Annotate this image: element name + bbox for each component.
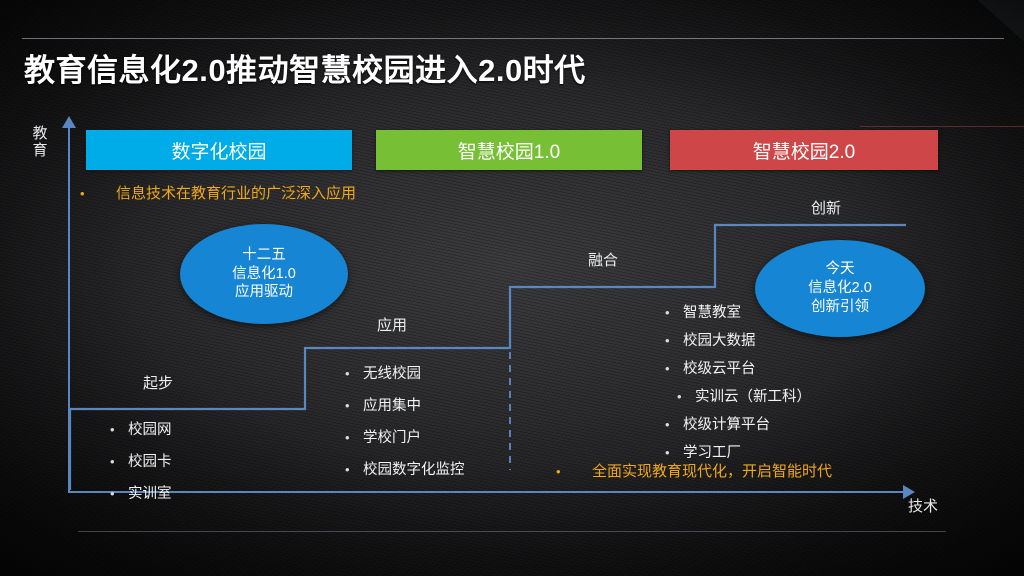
list-item: • 无线校园 [345,362,465,383]
list-item: • 实训云（新工科） [665,385,811,406]
ellipse-left-line2: 信息化1.0 [232,265,296,282]
bullet-dot-icon: • [665,445,670,460]
stage3-item-text: 校级云平台 [683,361,756,377]
list-item: • 智慧教室 [665,301,811,322]
ellipse-right-line3: 创新引领 [811,298,869,315]
bullet-dot-icon: • [110,454,115,469]
list-item: • 实训室 [110,482,172,503]
stage2-item-text: 应用集中 [363,398,421,414]
list-item: • 校园网 [110,418,172,439]
stage3-item-text: 学习工厂 [683,445,741,461]
stage-label-application: 应用 [377,317,408,334]
callout-top: • 信息技术在教育行业的广泛深入应用 [80,182,356,203]
x-axis-line [68,491,906,493]
category-box-smart-campus-2[interactable]: 智慧校园2.0 [670,130,938,170]
list-item: • 学校门户 [345,426,465,447]
divider-line-accent [860,126,1024,127]
stage3-item-text: 智慧教室 [683,305,741,321]
list-item: • 校园卡 [110,450,172,471]
bullet-list-stage2: • 无线校园 • 应用集中 • 学校门户 • 校园数字化监控 [345,362,465,490]
x-axis-label: 技术 [908,498,939,515]
stage1-item-text: 实训室 [128,486,172,502]
bullet-dot-icon: • [665,333,670,348]
category-box-smart-campus-1[interactable]: 智慧校园1.0 [376,130,642,170]
callout-bottom: • 全面实现教育现代化，开启智能时代 [556,460,832,481]
bullet-dot-icon: • [345,366,350,381]
ellipse-right-line2: 信息化2.0 [808,280,872,297]
bullet-dot-icon: • [665,361,670,376]
bullet-dot-icon: • [665,417,670,432]
stage1-item-text: 校园网 [128,422,172,438]
page-title: 教育信息化2.0推动智慧校园进入2.0时代 [24,53,586,88]
bullet-list-stage3: •智慧教室•校园大数据•校级云平台•实训云（新工科）•校级计算平台•学习工厂 [665,301,811,469]
bullet-dot-icon: • [665,305,670,320]
x-axis-arrow-icon [903,485,915,499]
stage-label-start: 起步 [143,375,174,392]
bullet-dot-icon: • [345,398,350,413]
list-item: • 应用集中 [345,394,465,415]
bullet-dot-icon: • [110,486,115,501]
ellipse-right-line1: 今天 [825,261,855,278]
y-axis-arrow-icon [62,116,76,128]
bullet-list-stage1: • 校园网 • 校园卡 • 实训室 [110,418,172,514]
divider-line-top [22,38,1004,39]
stage-label-innovation: 创新 [811,200,842,217]
milestone-ellipse-right[interactable]: 今天 信息化2.0 创新引领 [755,240,925,337]
y-axis-label: 教育 [32,125,48,159]
stage-label-integration: 融合 [588,252,619,269]
stage2-item-text: 学校门户 [363,430,421,446]
list-item: • 学习工厂 [665,441,811,462]
bullet-dot-icon: • [345,430,350,445]
stage3-item-text: 校级计算平台 [683,417,770,433]
category-box-digital-campus[interactable]: 数字化校园 [86,130,352,170]
milestone-ellipse-left[interactable]: 十二五 信息化1.0 应用驱动 [180,224,348,324]
ellipse-left-line1: 十二五 [242,246,286,263]
bullet-dot-icon: • [556,464,561,479]
stage2-item-text: 无线校园 [363,366,421,382]
stage2-item-text: 校园数字化监控 [363,462,465,478]
stage3-item-text: 校园大数据 [683,333,756,349]
ellipse-left-line3: 应用驱动 [235,284,293,301]
callout-bottom-text: 全面实现教育现代化，开启智能时代 [592,463,833,480]
bullet-dot-icon: • [80,186,85,201]
list-item: • 校园数字化监控 [345,458,465,479]
divider-line-bottom [78,531,946,532]
bullet-dot-icon: • [110,422,115,437]
bullet-dot-icon: • [345,462,350,477]
list-item: • 校园大数据 [665,329,811,350]
stage1-item-text: 校园卡 [128,454,172,470]
y-axis-line [68,126,70,492]
list-item: • 校级云平台 [665,357,811,378]
stage3-item-text: 实训云（新工科） [695,389,811,405]
callout-top-text: 信息技术在教育行业的广泛深入应用 [116,185,357,202]
bullet-dot-icon: • [677,389,682,404]
list-item: • 校级计算平台 [665,413,811,434]
